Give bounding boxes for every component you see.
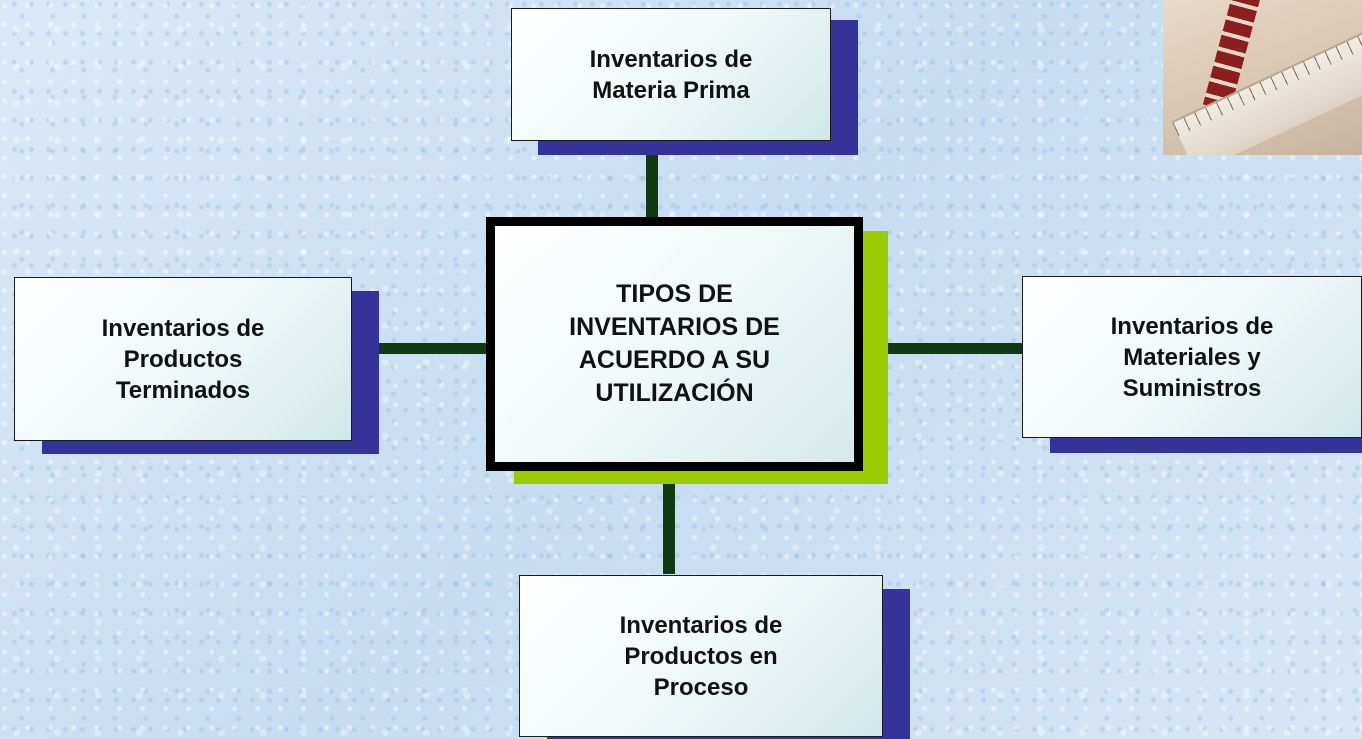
node-label: Inventarios de Productos en Proceso	[619, 611, 783, 701]
center-node: TIPOS DE INVENTARIOS DE ACUERDO A SU UTI…	[486, 217, 863, 471]
node-productos-terminados: Inventarios de Productos Terminados	[14, 277, 352, 441]
node-label: Inventarios de Materiales y Suministros	[1110, 312, 1274, 402]
node-label: Inventarios de Productos Terminados	[101, 314, 265, 404]
connector-right	[862, 343, 1024, 354]
node-materiales-suministros: Inventarios de Materiales y Suministros	[1022, 276, 1362, 438]
connector-left	[351, 343, 495, 354]
node-materia-prima: Inventarios de Materia Prima	[511, 8, 831, 141]
center-label: TIPOS DE INVENTARIOS DE ACUERDO A SU UTI…	[569, 280, 780, 407]
connector-bottom	[663, 468, 675, 574]
node-productos-en-proceso: Inventarios de Productos en Proceso	[519, 575, 883, 737]
thermometer-ruler-photo	[1163, 0, 1362, 155]
connector-top	[646, 140, 658, 232]
ruler-icon	[1171, 24, 1362, 155]
node-label: Inventarios de Materia Prima	[589, 45, 753, 104]
